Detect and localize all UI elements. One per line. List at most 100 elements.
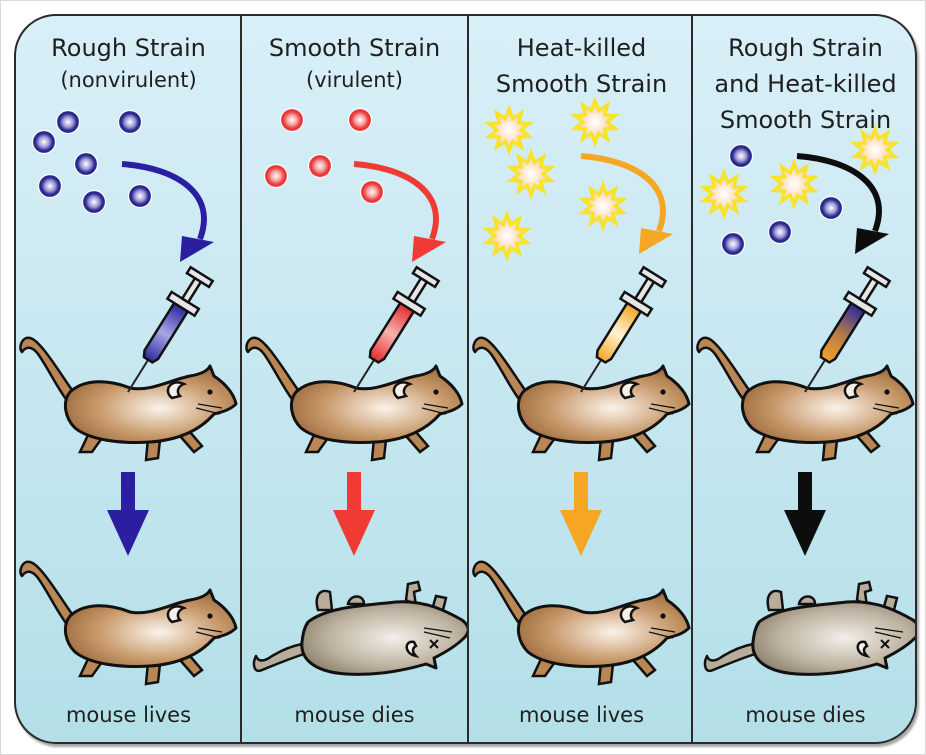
mouse-x-eye — [429, 639, 439, 649]
syringe-plunger-cap — [411, 265, 441, 289]
mouse-whiskers — [648, 627, 676, 639]
syringe-plunger-cap — [862, 265, 892, 289]
heat-killed-bacterium-icon — [578, 180, 628, 232]
down-arrow-icon — [333, 472, 375, 556]
mouse-tail — [472, 336, 527, 403]
curved-arrow-icon — [796, 153, 889, 254]
mouse-eye — [207, 613, 213, 619]
rough-bacterium-icon — [37, 173, 63, 199]
panel-smooth-strain: Smooth Strain (virulent) mouse dies — [242, 16, 467, 742]
syringe-icon — [580, 265, 668, 393]
rough-bacterium-icon — [127, 183, 153, 209]
mouse-tail — [703, 642, 756, 673]
title-line: Heat-killed — [516, 34, 647, 62]
smooth-bacterium-icon — [279, 107, 305, 133]
mouse-eye — [660, 389, 666, 395]
mouse-tail — [245, 336, 300, 403]
rough-bacterium-icon — [818, 195, 844, 221]
panel-art — [245, 107, 467, 676]
syringe-barrel — [142, 301, 190, 364]
live-mouse-icon — [472, 560, 691, 686]
title-line: Smooth Strain — [495, 70, 668, 98]
syringe-plunger — [406, 276, 429, 304]
rough-bacterium-icon — [81, 189, 107, 215]
title-line: Rough Strain — [51, 34, 206, 62]
syringe-plunger — [857, 276, 880, 304]
heat-killed-bacterium-icon — [570, 96, 620, 148]
mouse-whiskers — [195, 403, 223, 415]
syringe-barrel — [819, 301, 867, 364]
needle — [127, 359, 149, 393]
panel-subtitle: (nonvirulent) — [60, 68, 197, 92]
rough-bacterium-icon — [767, 219, 793, 245]
mouse-body — [516, 364, 691, 444]
mouse-tail — [19, 560, 74, 627]
syringe-plunger-cap — [638, 265, 668, 289]
panel-rough-strain: Rough Strain (nonvirulent) mouse lives — [16, 16, 241, 742]
title-line: Smooth Strain — [719, 106, 892, 134]
mouse-whiskers — [874, 627, 904, 639]
mouse-tail — [696, 336, 751, 403]
syringe-icon — [353, 265, 441, 393]
mouse-ear — [166, 381, 188, 400]
rough-bacterium-icon — [720, 231, 746, 257]
mouse-body — [63, 364, 238, 444]
syringe-barrel — [368, 301, 416, 364]
mouse-eye — [660, 613, 666, 619]
heat-killed-bacterium-icon — [769, 158, 819, 210]
down-arrow-icon — [560, 472, 602, 556]
needle — [580, 359, 602, 393]
dead-mouse-icon — [252, 580, 467, 676]
down-arrow-icon — [784, 472, 826, 556]
mouse-leg — [315, 589, 334, 612]
title-line: Rough Strain — [728, 34, 883, 62]
panel-title: Rough Strain (nonvirulent) — [16, 30, 241, 94]
outcome-label: mouse lives — [518, 703, 645, 727]
outcome-label: mouse dies — [294, 703, 415, 727]
rough-bacterium-icon — [117, 109, 143, 135]
mouse-ear — [392, 381, 414, 400]
live-mouse-icon — [696, 336, 915, 462]
curved-arrow-icon — [121, 161, 214, 262]
heat-killed-bacterium-icon — [484, 104, 534, 156]
panel-subtitle: (virulent) — [306, 68, 403, 92]
panel-title: Rough Strain and Heat-killed Smooth Stra… — [693, 30, 915, 138]
mouse-body — [751, 600, 915, 676]
heat-killed-bacterium-icon — [850, 124, 900, 176]
needle — [804, 359, 826, 393]
heat-killed-bacterium-icon — [506, 148, 556, 200]
title-line: Smooth Strain — [268, 34, 441, 62]
mouse-body — [740, 364, 915, 444]
mouse-ear — [166, 605, 188, 624]
mouse-tail — [252, 642, 305, 673]
mouse-tail — [472, 560, 527, 627]
outcome-label: mouse lives — [65, 703, 192, 727]
syringe-plunger — [633, 276, 656, 304]
rough-bacterium-icon — [73, 151, 99, 177]
mouse-leg — [797, 595, 817, 606]
mouse-x-eye — [880, 639, 890, 649]
syringe-plunger-cap — [185, 265, 215, 289]
mouse-whiskers — [423, 627, 453, 639]
mouse-whiskers — [648, 403, 676, 415]
smooth-bacterium-icon — [347, 107, 373, 133]
mouse-ear — [843, 381, 865, 400]
live-mouse-icon — [19, 560, 238, 686]
mouse-eye — [433, 389, 439, 395]
panel-rough-and-heat-killed: Rough Strain and Heat-killed Smooth Stra… — [693, 16, 915, 742]
curved-arrow-icon — [353, 161, 446, 262]
experiment-board: Rough Strain (nonvirulent) mouse lives S… — [14, 14, 917, 744]
smooth-bacterium-icon — [359, 179, 385, 205]
mouse-eye — [884, 389, 890, 395]
mouse-ear — [619, 605, 641, 624]
panel-art — [19, 109, 238, 686]
mouse-ear — [856, 640, 871, 658]
heat-killed-bacterium-icon — [699, 168, 749, 220]
syringe-barrel — [595, 301, 643, 364]
live-mouse-icon — [472, 336, 691, 462]
mouse-body — [516, 588, 691, 668]
rough-bacterium-icon — [31, 129, 57, 155]
panel-divider — [240, 16, 242, 742]
live-mouse-icon — [245, 336, 464, 462]
